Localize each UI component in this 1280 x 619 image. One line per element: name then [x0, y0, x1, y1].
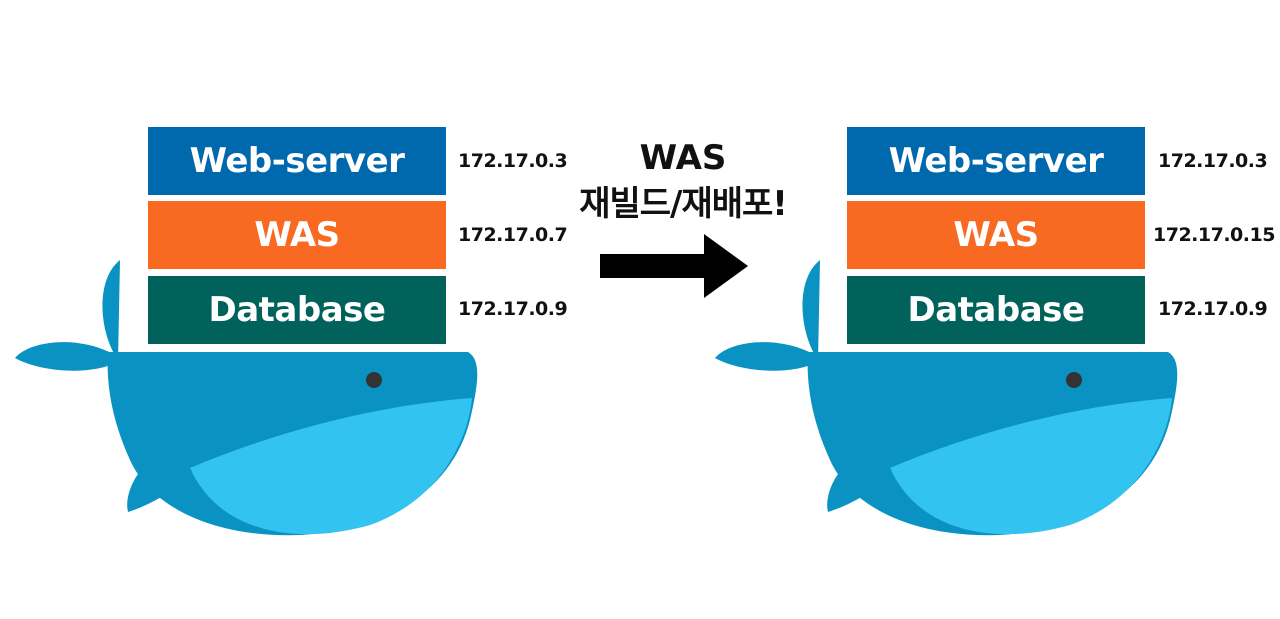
- right-web-server-ip: 172.17.0.3: [1158, 150, 1268, 172]
- left-database-layer: Database: [148, 276, 446, 344]
- arrow-right-icon: [600, 234, 748, 298]
- right-was-ip: 172.17.0.15: [1153, 224, 1275, 246]
- transition-title-line2: 재빌드/재배포!: [579, 184, 788, 224]
- left-whale: [15, 260, 478, 536]
- right-web-server-layer: Web-server: [847, 127, 1145, 195]
- left-database-ip: 172.17.0.9: [458, 298, 568, 320]
- transition-title-line1: WAS: [639, 138, 727, 178]
- left-web-server-layer: Web-server: [148, 127, 446, 195]
- right-was-layer: WAS: [847, 201, 1145, 269]
- left-was-layer: WAS: [148, 201, 446, 269]
- right-database-layer: Database: [847, 276, 1145, 344]
- left-was-ip: 172.17.0.7: [458, 224, 568, 246]
- right-database-ip: 172.17.0.9: [1158, 298, 1268, 320]
- left-web-server-ip: 172.17.0.3: [458, 150, 568, 172]
- right-whale: [715, 260, 1178, 536]
